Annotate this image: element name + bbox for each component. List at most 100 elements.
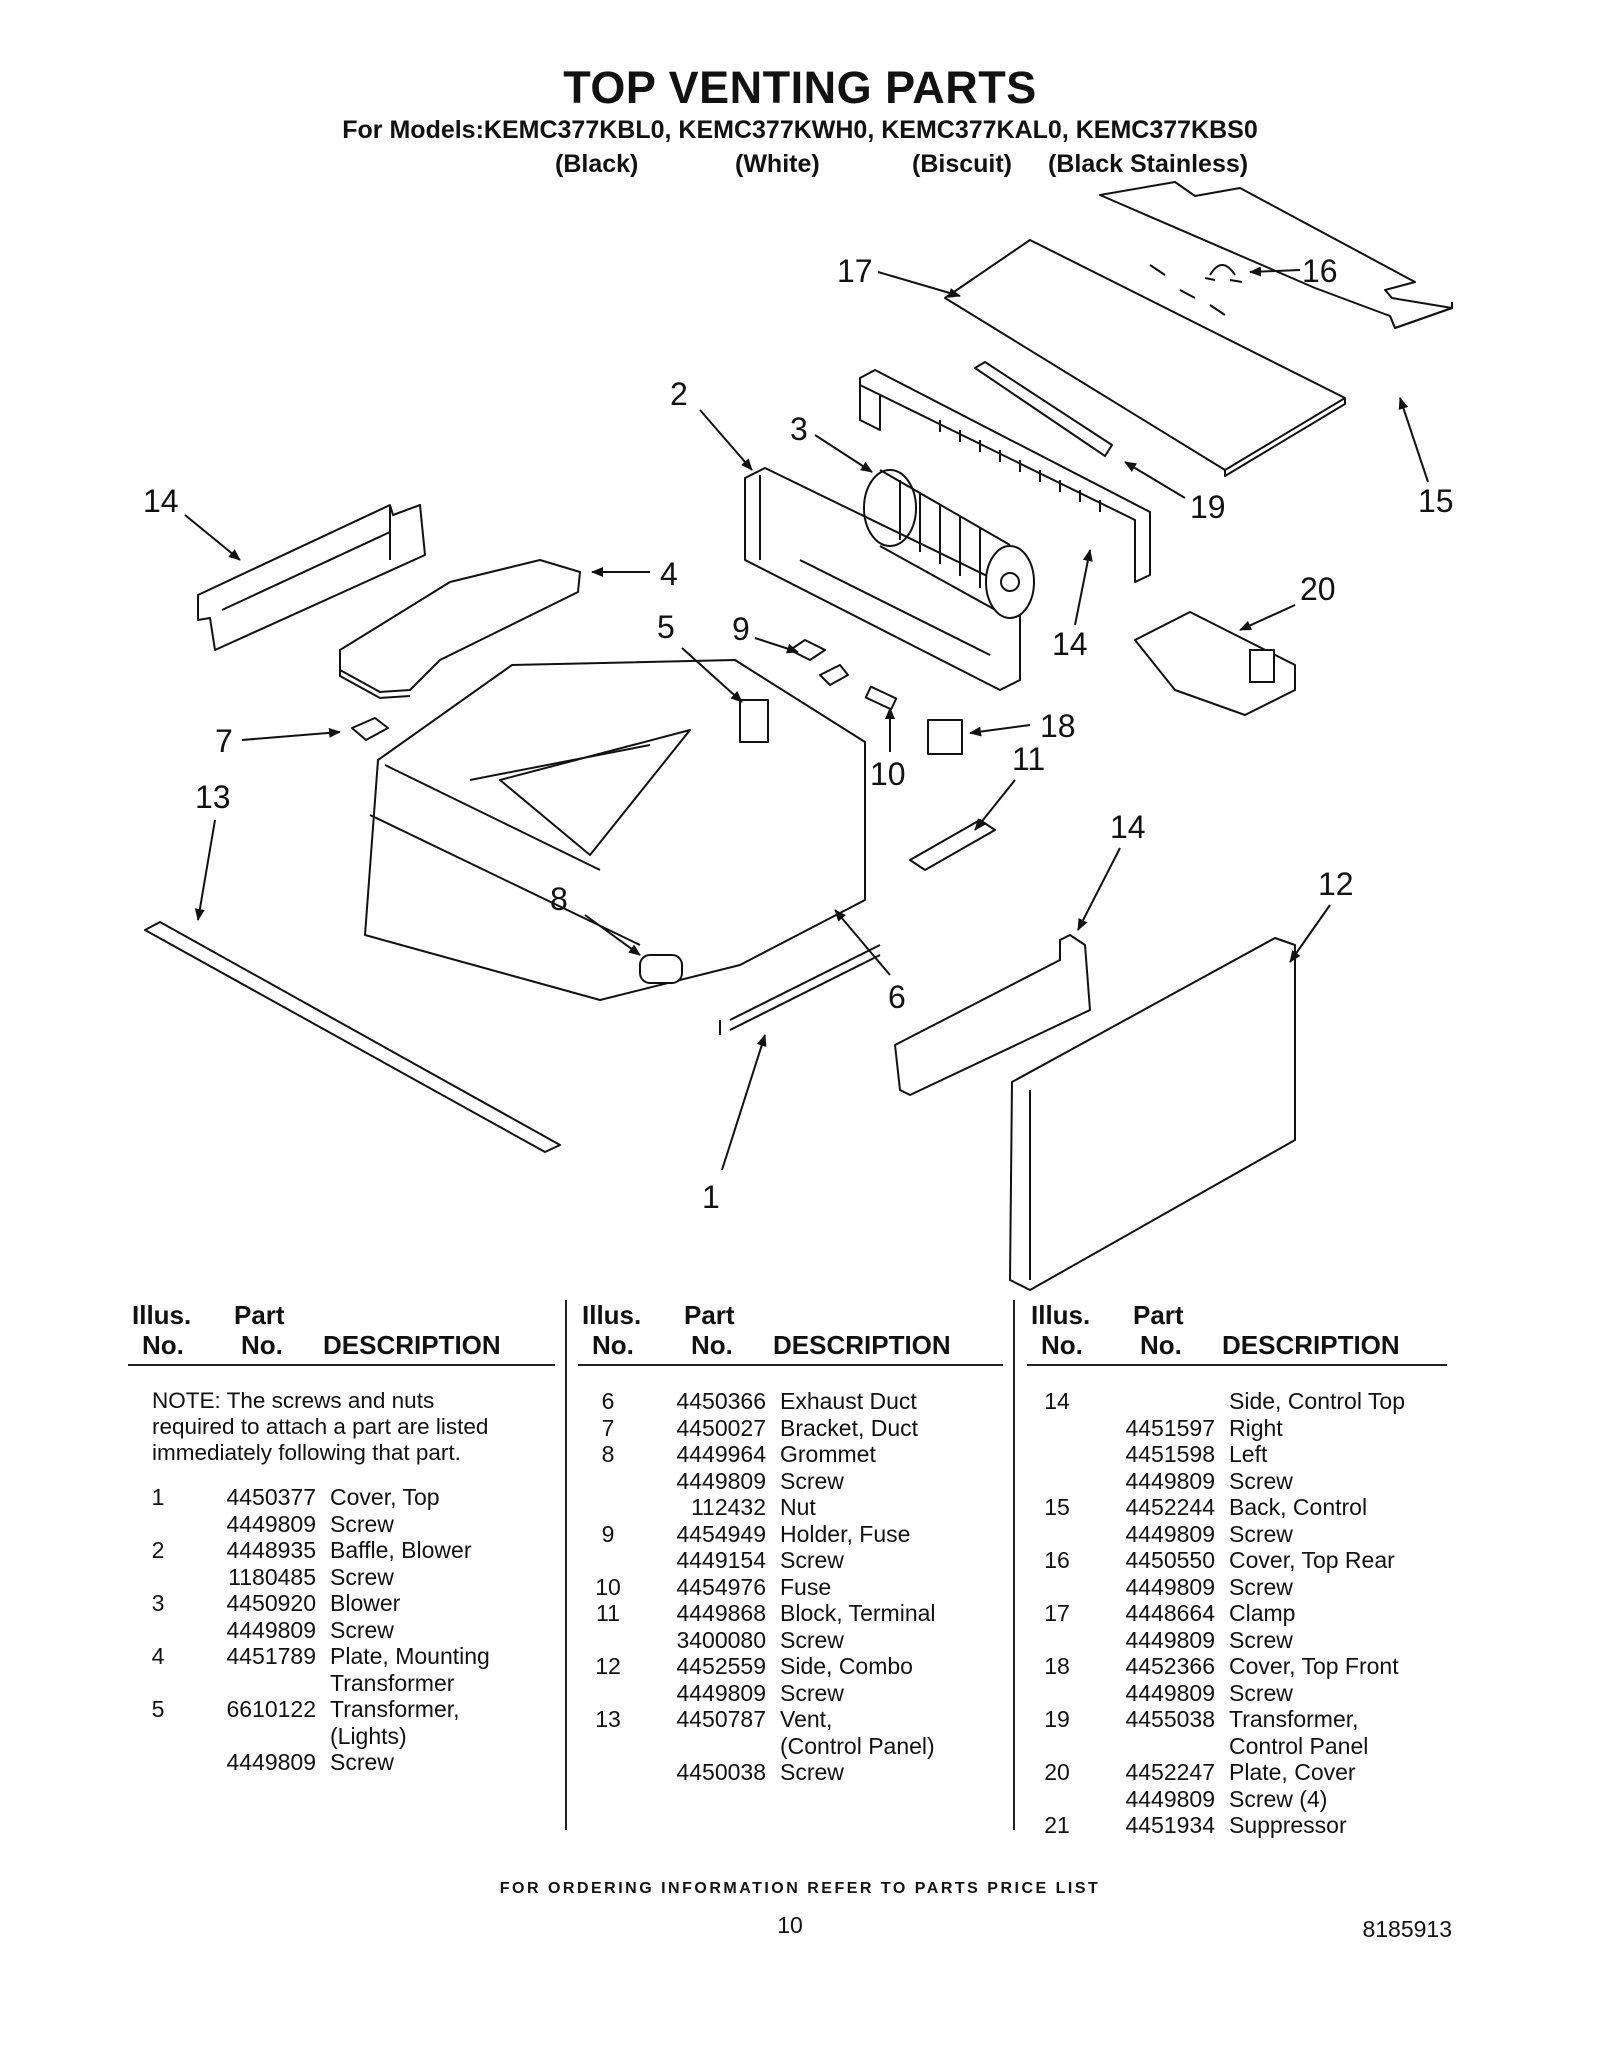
part-description: Screw — [780, 1626, 844, 1653]
part-number: 4455038 — [1125, 1706, 1215, 1732]
illus-number: 2 — [151, 1537, 165, 1563]
fuse-holder-drawing — [789, 639, 849, 686]
leader-15 — [1074, 549, 1093, 626]
top-front-cover-drawing — [944, 239, 1346, 477]
table-header: Illus. No. Part No. DESCRIPTION — [128, 1300, 555, 1366]
illus-number: 6 — [601, 1388, 615, 1414]
vent-drawing — [144, 921, 561, 1153]
leader-16 — [1398, 397, 1429, 483]
exploded-parts-diagram: 17 16 15 2 3 19 14 4 14 20 5 9 18 7 13 1… — [143, 181, 1454, 1291]
part-description: Exhaust Duct — [780, 1388, 917, 1414]
part-description: Screw — [780, 1759, 844, 1785]
part-number: 6610122 — [226, 1696, 316, 1722]
part-description: (Lights) — [330, 1722, 407, 1749]
light-transformer-drawing — [739, 699, 769, 743]
part-number: 4451934 — [1125, 1812, 1215, 1838]
part-description: Cover, Top Front — [1229, 1653, 1399, 1679]
parts-row: Transformer — [128, 1670, 555, 1697]
part-description: Baffle, Blower — [330, 1537, 472, 1563]
leader-17 — [1249, 266, 1301, 277]
part-description: Side, Control Top — [1229, 1388, 1406, 1414]
illus-number: 19 — [1044, 1706, 1070, 1732]
callout-7: 7 — [215, 723, 233, 759]
cover-plate-drawing — [974, 361, 1113, 457]
part-number: 4451597 — [1125, 1414, 1215, 1441]
leader-7 — [241, 727, 341, 741]
part-description: (Control Panel) — [780, 1732, 935, 1759]
top-cover-panel-drawing — [364, 659, 881, 1035]
leader-3 — [814, 434, 873, 473]
illus-number: 8 — [601, 1441, 615, 1467]
part-description: Grommet — [780, 1441, 876, 1467]
illus-number: 20 — [1044, 1759, 1070, 1785]
terminal-block-drawing — [909, 819, 996, 871]
part-number: 4450920 — [226, 1590, 316, 1616]
part-description: Screw — [1229, 1573, 1293, 1600]
parts-row: (Lights) — [128, 1723, 555, 1750]
part-number: 4454949 — [676, 1520, 766, 1547]
illus-number: 16 — [1044, 1547, 1070, 1573]
part-description: Screw — [780, 1547, 844, 1573]
leader-21 — [1239, 604, 1296, 631]
parts-row: 14 Side, Control Top — [1027, 1388, 1447, 1415]
page-title: TOP VENTING PARTS — [563, 62, 1037, 113]
leader-11 — [974, 779, 1016, 831]
duct-bracket-drawing — [351, 717, 389, 741]
illus-number: 14 — [1044, 1388, 1070, 1414]
part-number: 1180485 — [228, 1563, 316, 1590]
control-side-left-drawing — [197, 504, 426, 651]
parts-row: (Control Panel) — [578, 1733, 1003, 1760]
part-number: 4449809 — [226, 1510, 316, 1537]
control-side-right-drawing — [894, 934, 1091, 1096]
illus-number: 10 — [595, 1573, 621, 1600]
part-description: Screw — [1229, 1626, 1293, 1653]
illus-number: 12 — [595, 1653, 621, 1679]
part-number: 4452244 — [1125, 1494, 1215, 1520]
leader-1 — [721, 1034, 767, 1171]
callout-21: 20 — [1300, 571, 1336, 607]
part-number: 4452247 — [1125, 1759, 1215, 1785]
part-description: Screw — [1229, 1679, 1293, 1706]
leader-20 — [1124, 461, 1186, 499]
leader-14-lower — [1077, 847, 1121, 931]
part-description: Bracket, Duct — [780, 1414, 919, 1441]
color-white: (White) — [735, 150, 820, 178]
part-number: 4450377 — [226, 1484, 316, 1510]
clamp-drawing — [1204, 264, 1243, 283]
part-number: 4450787 — [676, 1706, 766, 1732]
part-number: 4451598 — [1125, 1441, 1215, 1467]
table-header: Illus. No. Part No. DESCRIPTION — [578, 1300, 1003, 1366]
column-divider-1 — [565, 1300, 567, 1830]
table-header: Illus. No. Part No. DESCRIPTION — [1027, 1300, 1447, 1366]
leader-5 — [681, 647, 743, 703]
part-description: Screw — [330, 1749, 394, 1775]
part-description: Block, Terminal — [780, 1600, 936, 1626]
part-number: 4452366 — [1125, 1653, 1215, 1679]
leader-18 — [877, 271, 961, 298]
parts-column-1: Illus. No. Part No. DESCRIPTION NOTE: Th… — [128, 1300, 555, 1776]
top-rear-cover-drawing — [1099, 181, 1453, 329]
page-number: 10 — [777, 1912, 803, 1938]
